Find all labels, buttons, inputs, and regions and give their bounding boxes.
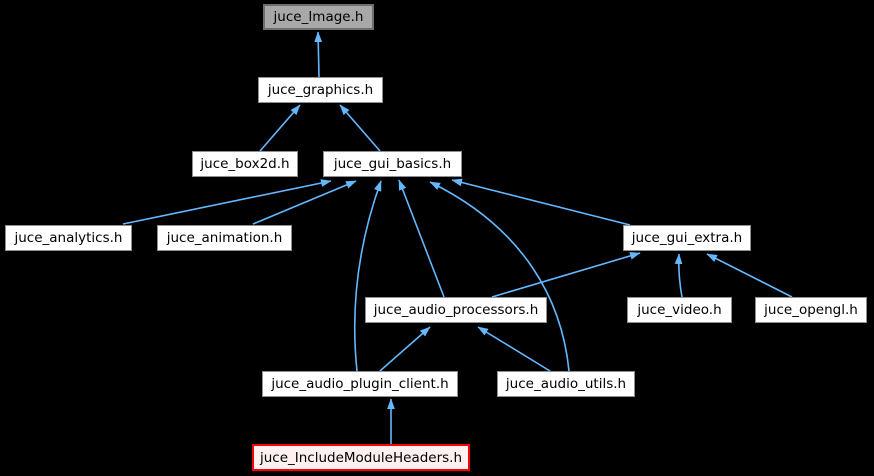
edge-juce_gui_extra-to-juce_gui_basics xyxy=(451,178,631,226)
node-juce-analytics-h[interactable]: juce_analytics.h xyxy=(5,225,132,251)
edge-juce_analytics-to-juce_gui_basics xyxy=(122,179,332,225)
node-juce-video-h[interactable]: juce_video.h xyxy=(627,297,732,323)
node-juce-gui-extra-h[interactable]: juce_gui_extra.h xyxy=(623,225,751,251)
node-juce-opengl-h[interactable]: juce_opengl.h xyxy=(755,297,867,323)
node-juce-includemoduleheaders-h[interactable]: juce_IncludeModuleHeaders.h xyxy=(252,444,470,471)
node-juce-animation-h[interactable]: juce_animation.h xyxy=(157,225,292,251)
edge-juce_gui_basics-to-juce_graphics xyxy=(339,104,381,152)
edge-juce_box2d-to-juce_graphics xyxy=(259,104,301,152)
edge-juce_graphics-to-juce_Image xyxy=(314,31,323,78)
node-juce-audio-plugin-client-h[interactable]: juce_audio_plugin_client.h xyxy=(262,371,458,397)
node-juce-gui-basics-h[interactable]: juce_gui_basics.h xyxy=(323,151,462,177)
edge-juce_video-to-juce_gui_extra xyxy=(674,253,683,298)
edge-juce_animation-to-juce_gui_basics xyxy=(252,180,357,225)
edge-juce_audio_utils-to-juce_audio_processors xyxy=(477,326,551,372)
node-juce-graphics-h[interactable]: juce_graphics.h xyxy=(258,77,383,103)
node-juce-box2d-h[interactable]: juce_box2d.h xyxy=(192,151,298,177)
edge-juce_audio_utils-to-juce_gui_basics xyxy=(429,181,570,372)
node-juce-audio-utils-h[interactable]: juce_audio_utils.h xyxy=(497,371,635,397)
edge-juce_opengl-to-juce_gui_extra xyxy=(706,253,793,298)
edge-juce_audio_plugin_client-to-juce_gui_basics xyxy=(353,180,382,372)
edge-juce_audio_processors-to-juce_gui_basics xyxy=(398,179,445,298)
node-juce-image-h[interactable]: juce_Image.h xyxy=(263,4,374,30)
edge-juce_audio_processors-to-juce_gui_extra xyxy=(491,252,641,298)
edge-juce_audio_plugin_client-to-juce_audio_processors xyxy=(379,326,431,372)
node-juce-audio-processors-h[interactable]: juce_audio_processors.h xyxy=(365,297,547,323)
